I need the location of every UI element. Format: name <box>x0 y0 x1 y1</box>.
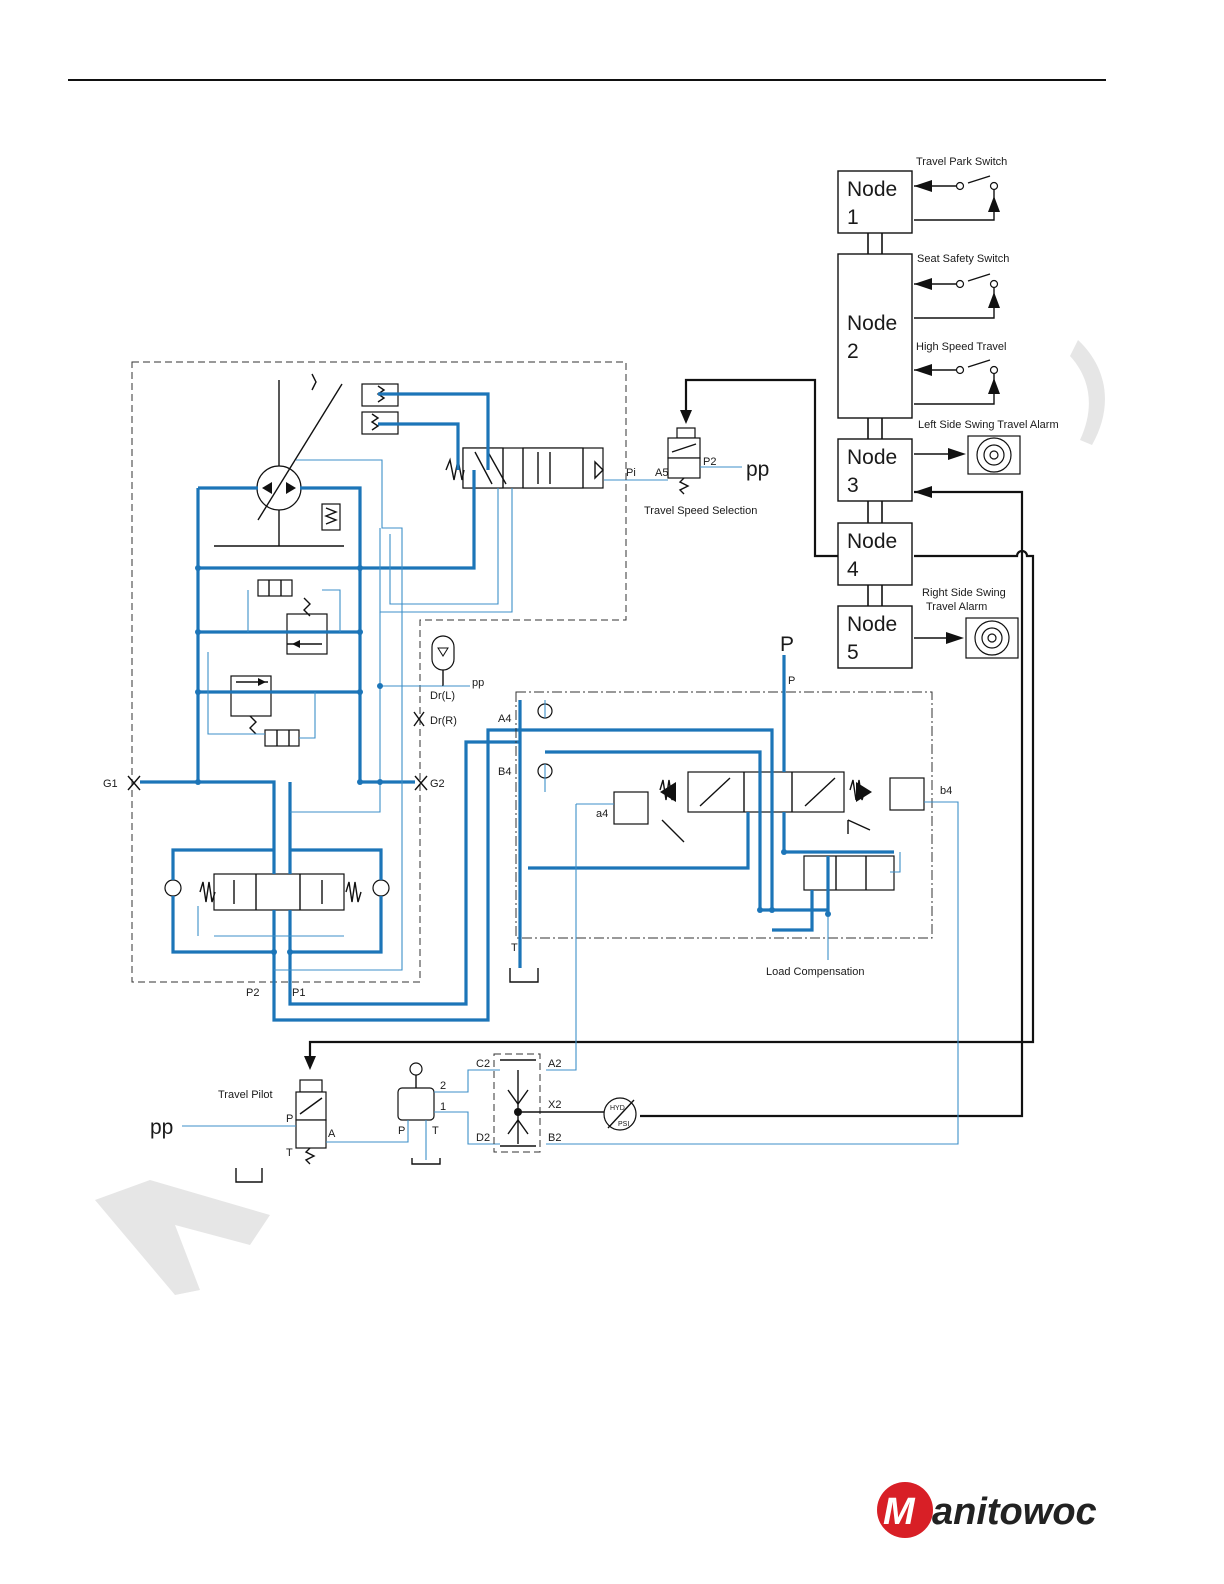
svg-text:Right Side Swing: Right Side Swing <box>922 587 1006 599</box>
svg-text:T: T <box>432 1125 439 1137</box>
svg-text:Travel Pilot: Travel Pilot <box>218 1089 273 1101</box>
right-swing-travel-alarm: Right Side Swing Travel Alarm <box>914 587 1019 659</box>
node-2: Node 2 <box>837 253 913 419</box>
svg-text:G1: G1 <box>103 778 118 790</box>
valve-block-pilot <box>544 700 959 1145</box>
svg-text:X2: X2 <box>548 1099 561 1111</box>
svg-text:A5: A5 <box>655 467 668 479</box>
svg-text:A4: A4 <box>498 713 511 725</box>
svg-text:PSI: PSI <box>618 1121 629 1128</box>
svg-text:HYD: HYD <box>610 1105 625 1112</box>
joystick-valve: 2 1 P T <box>326 1062 500 1165</box>
svg-text:Node: Node <box>847 312 897 335</box>
svg-text:B2: B2 <box>548 1132 561 1144</box>
node-5: Node 5 <box>837 605 913 669</box>
svg-text:Node: Node <box>847 446 897 469</box>
motor-dots <box>195 565 383 955</box>
svg-text:P2: P2 <box>246 987 259 999</box>
svg-text:Travel Alarm: Travel Alarm <box>926 601 987 613</box>
svg-text:5: 5 <box>847 641 859 664</box>
pressure-gauge: HYD PSI <box>603 1097 637 1131</box>
node-bus <box>867 233 883 606</box>
svg-text:B4: B4 <box>498 766 511 778</box>
node-1: Node 1 <box>837 170 913 234</box>
svg-text:M: M <box>883 1491 916 1533</box>
svg-text:4: 4 <box>847 558 859 581</box>
svg-text:2: 2 <box>847 340 859 363</box>
svg-text:Travel Speed Selection: Travel Speed Selection <box>644 505 757 517</box>
svg-text:Node: Node <box>847 530 897 553</box>
svg-text:Node: Node <box>847 613 897 636</box>
svg-text:P1: P1 <box>292 987 305 999</box>
svg-text:High Speed Travel: High Speed Travel <box>916 341 1007 353</box>
svg-text:1: 1 <box>440 1101 446 1113</box>
svg-text:P: P <box>398 1125 405 1137</box>
svg-text:D2: D2 <box>476 1132 490 1144</box>
manitowoc-logo: M anitowoc <box>877 1482 1097 1538</box>
left-swing-travel-alarm: Left Side Swing Travel Alarm <box>914 419 1059 475</box>
travel-park-switch: Travel Park Switch <box>914 156 1007 221</box>
svg-text:A2: A2 <box>548 1058 561 1070</box>
node-4: Node 4 <box>837 522 913 586</box>
electrical-wiring <box>304 378 1035 1118</box>
svg-text:T: T <box>286 1147 293 1159</box>
drain-accumulator: pp Dr(L) Dr(R) <box>413 635 484 727</box>
svg-text:anitowoc: anitowoc <box>932 1491 1097 1533</box>
svg-text:Seat Safety Switch: Seat Safety Switch <box>917 253 1009 265</box>
svg-text:Pi: Pi <box>626 467 636 479</box>
svg-text:C2: C2 <box>476 1058 490 1070</box>
svg-text:Load Compensation: Load Compensation <box>766 966 864 978</box>
svg-text:P: P <box>788 675 795 687</box>
motor-pilot-lines <box>197 459 513 971</box>
high-speed-travel-switch: High Speed Travel <box>914 341 1007 405</box>
directional-valve-block: A4 B4 T P P a4 b4 Load Compensation <box>498 633 952 983</box>
svg-text:Dr(L): Dr(L) <box>430 690 455 702</box>
svg-text:G2: G2 <box>430 778 445 790</box>
svg-text:pp: pp <box>472 677 484 689</box>
svg-text:pp: pp <box>746 458 769 481</box>
travel-pilot-valve: Travel Pilot P A T pp <box>150 1079 336 1183</box>
svg-text:Dr(R): Dr(R) <box>430 715 457 727</box>
svg-text:P: P <box>780 633 794 656</box>
svg-text:pp: pp <box>150 1116 173 1139</box>
svg-text:a4: a4 <box>596 808 608 820</box>
shuttle-block: C2 A2 X2 D2 B2 <box>476 1053 604 1153</box>
svg-text:Node: Node <box>847 178 897 201</box>
seat-safety-switch: Seat Safety Switch <box>914 253 1009 319</box>
travel-motor-assembly: G1 G2 P2 P1 <box>103 361 627 999</box>
svg-text:3: 3 <box>847 474 859 497</box>
node-3: Node 3 <box>837 438 913 502</box>
valve-block-dots <box>757 849 831 917</box>
svg-text:b4: b4 <box>940 785 952 797</box>
svg-text:T: T <box>511 942 518 954</box>
motor-hydraulic-main <box>140 392 545 1022</box>
svg-text:2: 2 <box>440 1080 446 1092</box>
travel-speed-selection-valve: Travel Speed Selection Pi A5 P2 pp <box>604 427 769 517</box>
svg-text:P2: P2 <box>703 456 716 468</box>
svg-text:A: A <box>328 1128 336 1140</box>
svg-text:1: 1 <box>847 206 859 229</box>
svg-text:P: P <box>286 1113 293 1125</box>
watermark <box>95 340 1105 1295</box>
svg-text:Left Side Swing Travel Alarm: Left Side Swing Travel Alarm <box>918 419 1059 431</box>
svg-text:Travel Park Switch: Travel Park Switch <box>916 156 1007 168</box>
